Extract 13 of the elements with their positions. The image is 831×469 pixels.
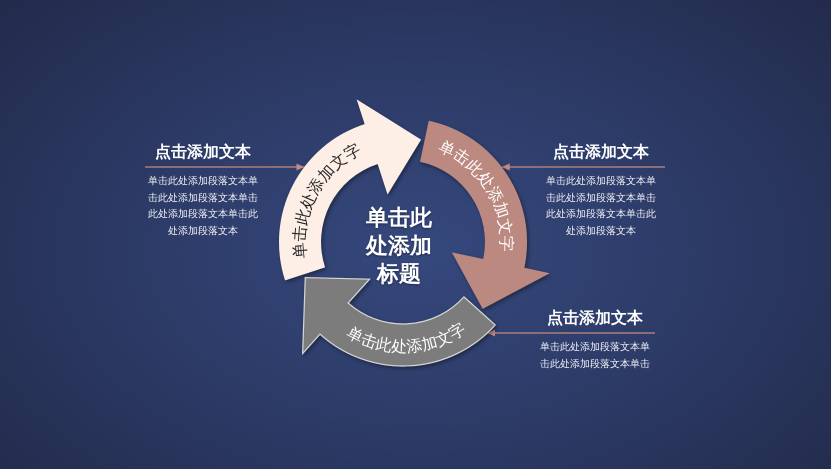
step-label: 单击此处添加文字: [290, 139, 364, 260]
step-label: 单击此处添加文字: [436, 136, 516, 252]
heading: 点击添加文本: [553, 142, 649, 162]
paragraph: 单击此处添加段落文本单击此处添加段落文本单击此处添加段落文本单击此处添加段落文本: [147, 174, 259, 238]
leader-line: [145, 164, 304, 170]
step-label: 单击此处添加文字: [344, 319, 469, 356]
paragraph: 单击此处添加段落文本单击此处添加段落文本单击: [539, 340, 651, 372]
leader-line: [502, 164, 665, 170]
paragraph: 单击此处添加段落文本单击此处添加段落文本单击此处添加段落文本单击此处添加段落文本: [545, 174, 657, 238]
heading: 点击添加文本: [155, 142, 251, 162]
leader-line: [487, 330, 655, 336]
heading: 点击添加文本: [547, 308, 643, 328]
center-title: 单击此处添加标题: [364, 205, 433, 289]
